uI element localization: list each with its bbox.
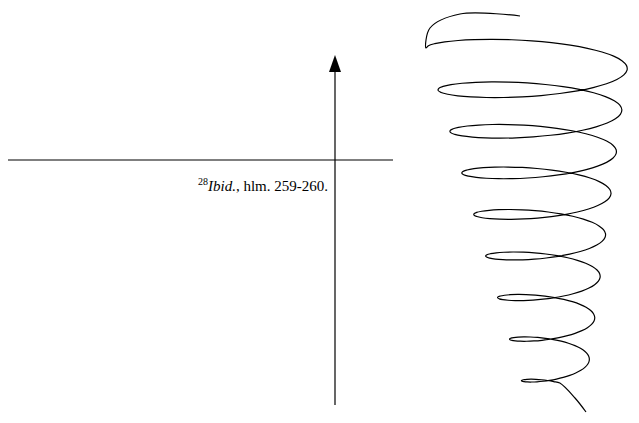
- footnote: 28Ibid., hlm. 259-260.: [196, 178, 330, 195]
- spiral-drawing: [426, 13, 628, 412]
- arrow-head: [329, 55, 341, 72]
- vertical-axis: [334, 68, 335, 405]
- footnote-pages: , hlm. 259-260.: [236, 178, 328, 194]
- footnote-number: 28: [198, 176, 208, 187]
- footnote-source: Ibid.: [208, 178, 236, 194]
